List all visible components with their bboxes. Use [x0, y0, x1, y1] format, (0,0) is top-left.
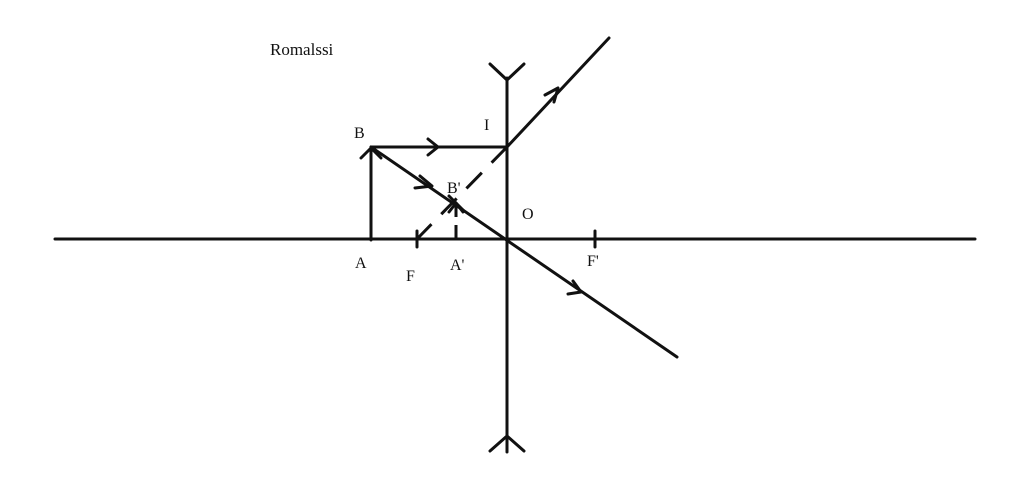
object-arrow: [359, 146, 383, 242]
label-b: B: [354, 125, 365, 142]
lens-bottom-arrowhead: [488, 434, 526, 453]
author-text: Romalssi: [270, 40, 334, 59]
label-f: F: [406, 268, 415, 285]
ray-center-arrowhead-1: [413, 174, 434, 190]
image-arrow: [447, 194, 465, 239]
ray-virtual-extension: [415, 145, 509, 241]
ray-center-arrowhead-2: [566, 279, 583, 296]
image-tip-cross: [447, 194, 465, 212]
label-b-prime: B': [447, 180, 461, 197]
label-f-prime: F': [587, 253, 599, 270]
ray-parallel-arrowhead: [426, 137, 440, 157]
label-a: A: [355, 255, 367, 272]
lens-top-arrowhead: [488, 62, 526, 82]
ray-refracted-arrowhead: [543, 86, 560, 104]
label-i: I: [484, 117, 489, 134]
ray-through-center: [369, 145, 679, 359]
diverging-lens: [488, 62, 526, 454]
label-o: O: [522, 206, 534, 223]
label-a-prime: A': [450, 257, 465, 274]
